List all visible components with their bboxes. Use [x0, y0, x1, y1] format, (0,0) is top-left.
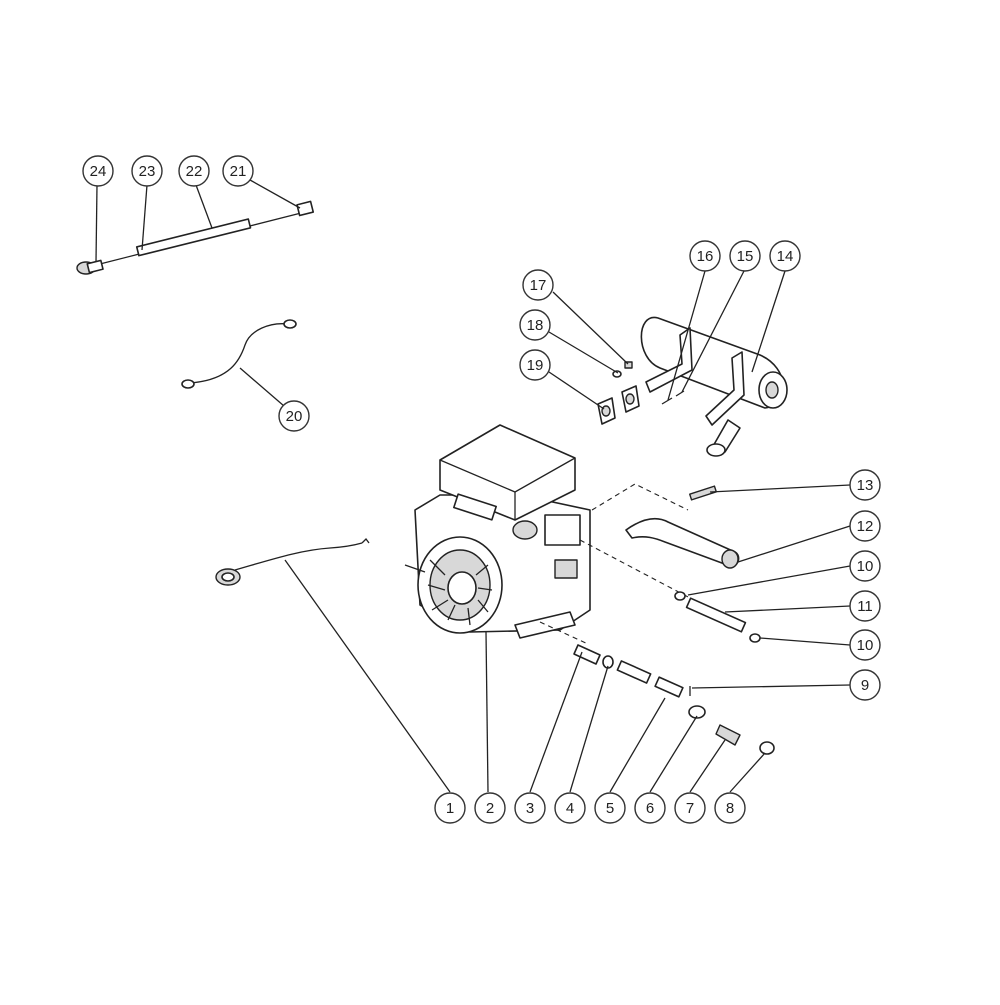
exhaust-parts — [591, 483, 740, 569]
engine — [404, 424, 591, 639]
throttle-cable-assembly — [76, 200, 315, 275]
lower-fitting-parts — [539, 621, 775, 755]
callout-label: 11 — [857, 598, 873, 615]
callout-label: 9 — [861, 677, 869, 694]
callout-balloon[interactable]: 1 — [434, 792, 466, 824]
callout-balloon[interactable]: 5 — [594, 792, 626, 824]
callout-label: 13 — [857, 477, 874, 494]
callout-label: 12 — [857, 518, 874, 535]
callout-label: 7 — [686, 800, 694, 817]
callout-label: 23 — [139, 163, 156, 180]
callout-balloon[interactable]: 10 — [849, 550, 881, 582]
callout-label: 18 — [527, 317, 544, 334]
muffler-assembly — [597, 316, 788, 457]
leader-lines — [95, 179, 851, 793]
callout-label: 2 — [486, 800, 494, 817]
callout-label: 6 — [646, 800, 654, 817]
callout-label: 8 — [726, 800, 734, 817]
callout-balloon[interactable]: 4 — [554, 792, 586, 824]
callout-label: 16 — [697, 248, 714, 265]
callout-label: 1 — [446, 800, 454, 817]
callout-label: 17 — [530, 277, 547, 294]
callout-label: 3 — [526, 800, 534, 817]
callout-label: 4 — [566, 800, 574, 817]
callout-balloon[interactable]: 20 — [278, 400, 310, 432]
callout-balloons: 1 2 3 4 5 6 7 8 9 10 11 10 12 13 14 15 1… — [82, 155, 881, 824]
callout-balloon[interactable]: 23 — [131, 155, 163, 187]
callout-balloon[interactable]: 19 — [519, 349, 551, 381]
callout-label: 14 — [777, 248, 794, 265]
callout-balloon[interactable]: 6 — [634, 792, 666, 824]
callout-balloon[interactable]: 9 — [849, 669, 881, 701]
upper-hose-parts — [579, 539, 761, 643]
callout-balloon[interactable]: 18 — [519, 309, 551, 341]
callout-label: 19 — [527, 357, 544, 374]
callout-balloon[interactable]: 16 — [689, 240, 721, 272]
callout-balloon[interactable]: 13 — [849, 469, 881, 501]
callout-label: 15 — [737, 248, 754, 265]
callout-balloon[interactable]: 24 — [82, 155, 114, 187]
callout-balloon[interactable]: 12 — [849, 510, 881, 542]
stop-wire — [215, 538, 370, 586]
callout-label: 10 — [857, 637, 874, 654]
callout-label: 22 — [186, 163, 203, 180]
callout-balloon[interactable]: 10 — [849, 629, 881, 661]
callout-balloon[interactable]: 8 — [714, 792, 746, 824]
callout-label: 24 — [90, 163, 107, 180]
callout-balloon[interactable]: 17 — [522, 269, 554, 301]
callout-balloon[interactable]: 22 — [178, 155, 210, 187]
callout-balloon[interactable]: 3 — [514, 792, 546, 824]
callout-balloon[interactable]: 14 — [769, 240, 801, 272]
callout-balloon[interactable]: 7 — [674, 792, 706, 824]
callout-label: 10 — [857, 558, 874, 575]
callout-label: 5 — [606, 800, 614, 817]
callout-balloon[interactable]: 11 — [849, 590, 881, 622]
callout-balloon[interactable]: 15 — [729, 240, 761, 272]
wire-harness — [181, 319, 297, 389]
callout-label: 21 — [230, 163, 247, 180]
callout-label: 20 — [286, 408, 303, 425]
callout-balloon[interactable]: 2 — [474, 792, 506, 824]
callout-balloon[interactable]: 21 — [222, 155, 254, 187]
